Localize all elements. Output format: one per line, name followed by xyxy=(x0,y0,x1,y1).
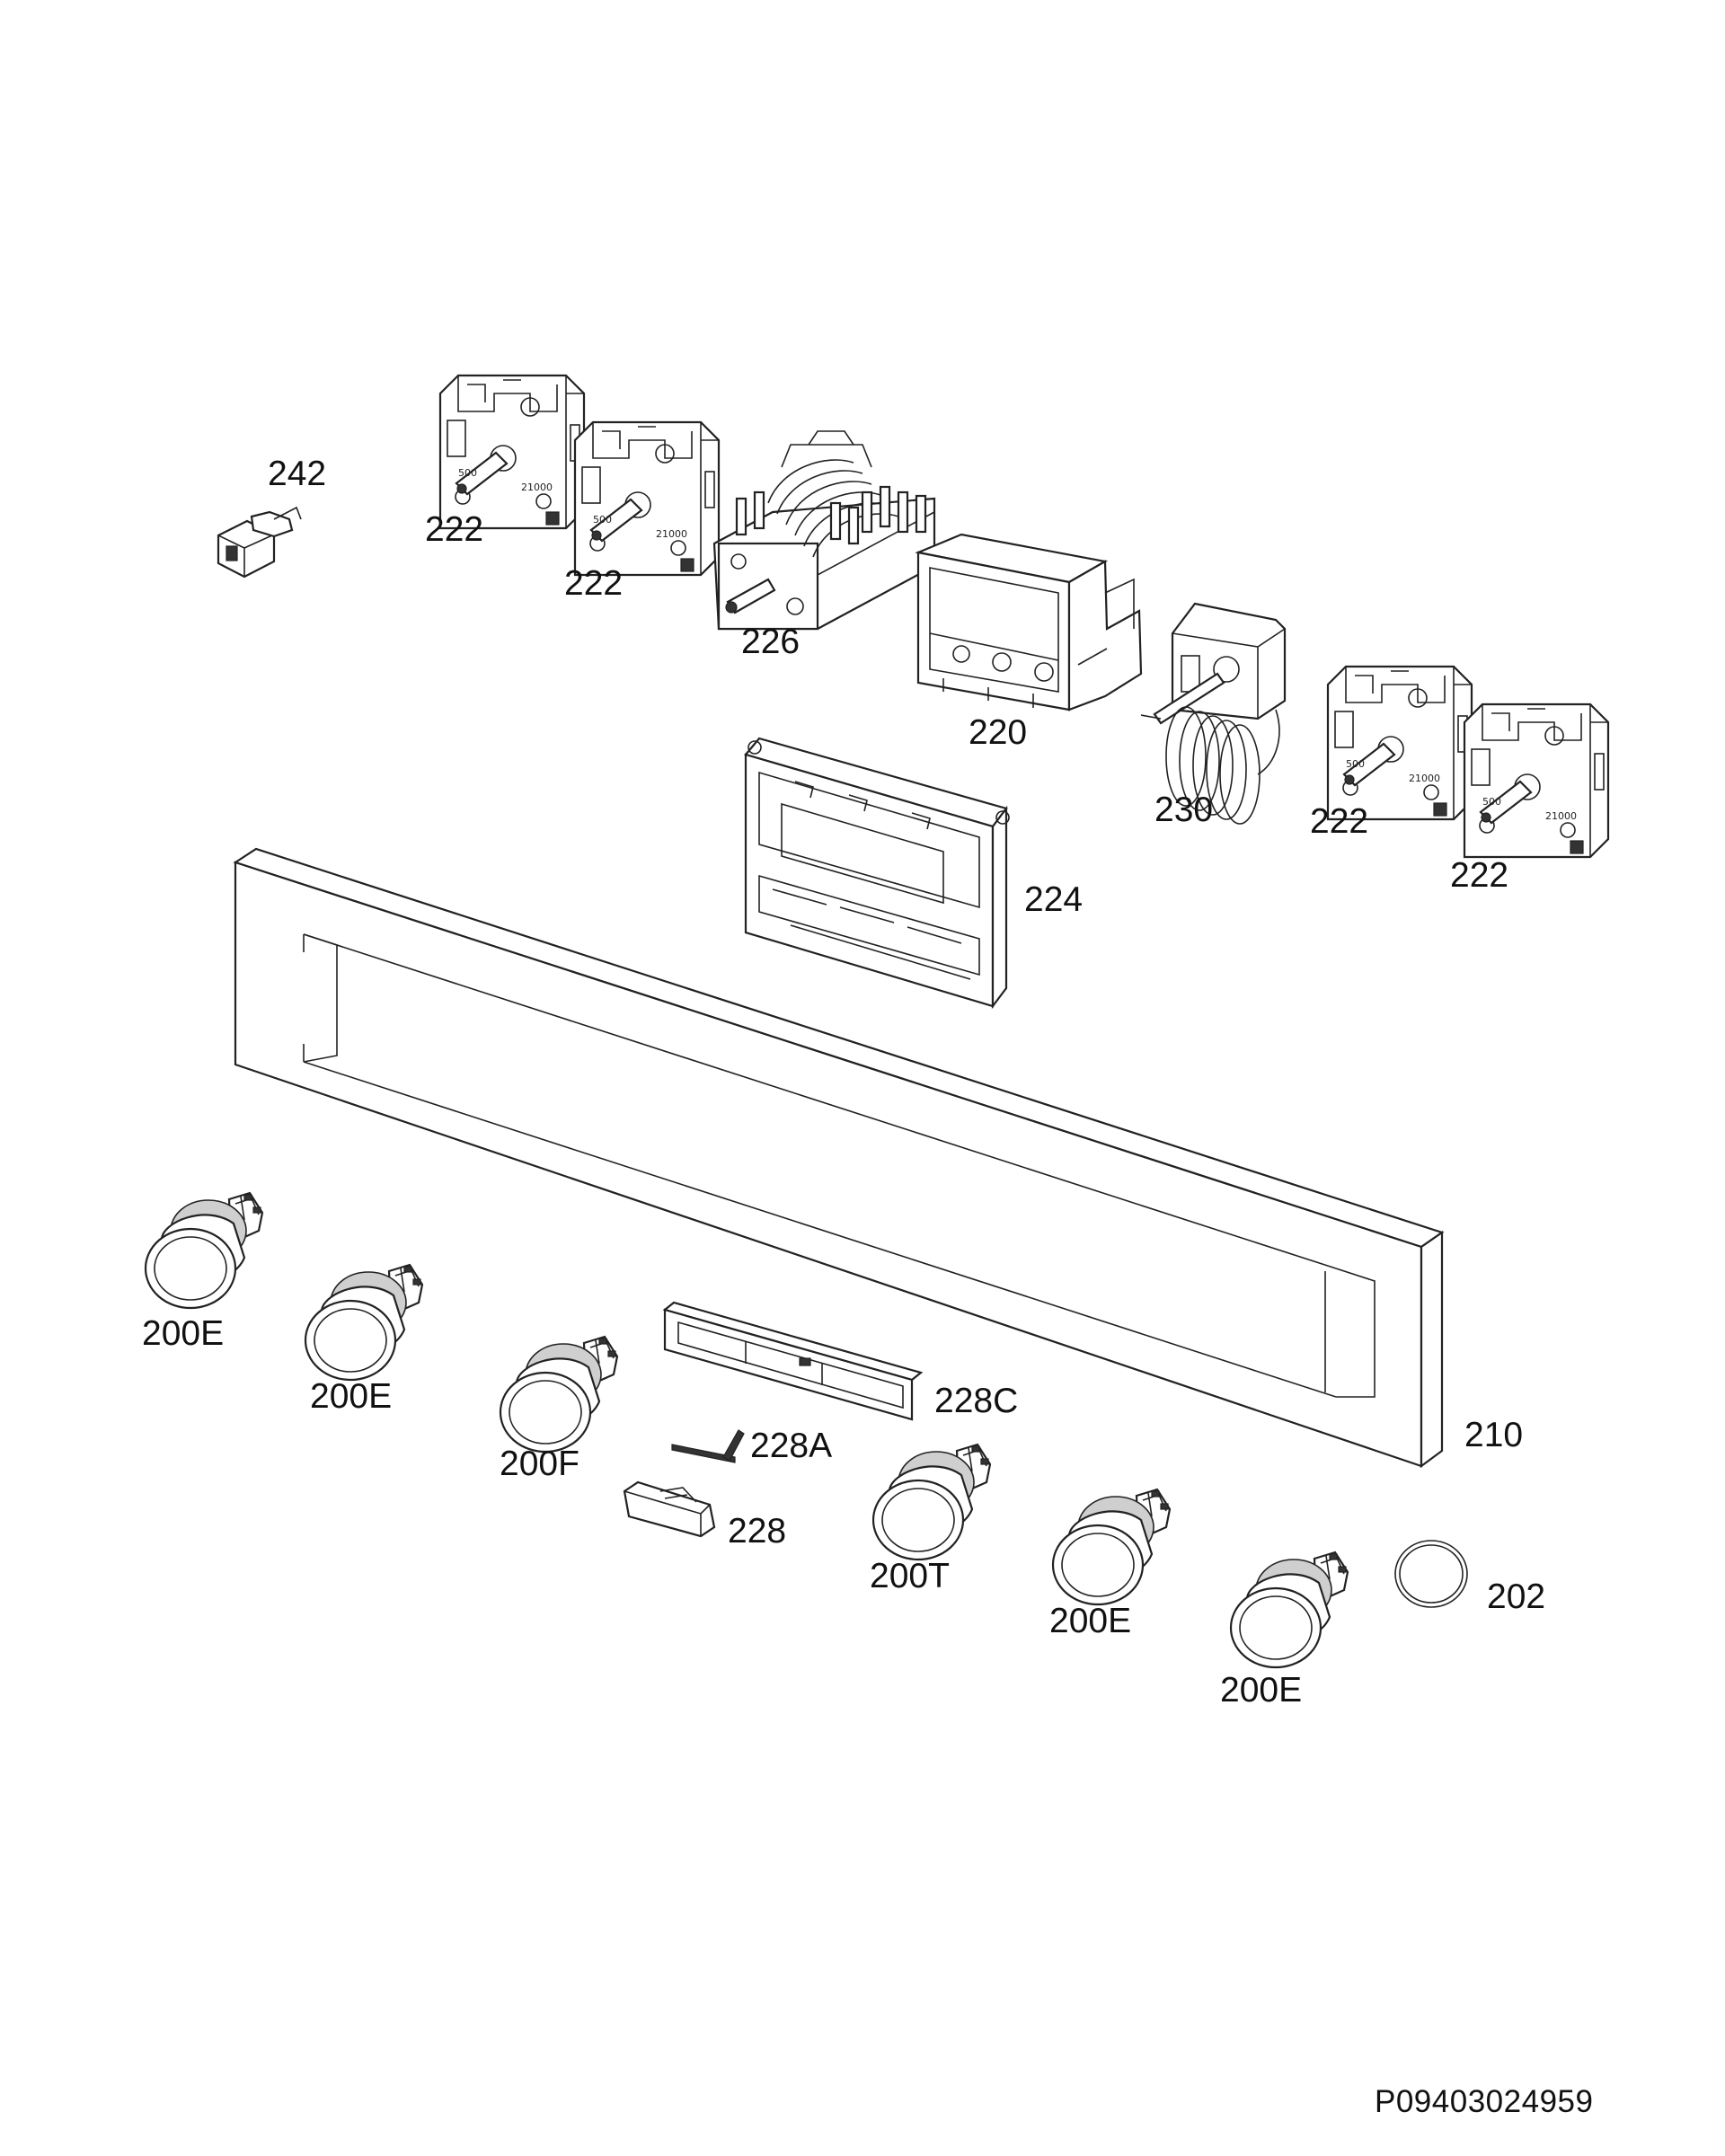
part-222-regulator-2 xyxy=(573,420,721,577)
part-222-regulator-1 xyxy=(438,374,586,530)
callout-200F: 200F xyxy=(500,1445,579,1483)
part-200F-knob xyxy=(499,1335,619,1454)
callout-202: 202 xyxy=(1487,1577,1546,1616)
part-220-display-housing xyxy=(915,533,1143,711)
callout-220: 220 xyxy=(969,713,1028,752)
part-222-regulator-4 xyxy=(1463,702,1610,859)
part-200E-knob-4 xyxy=(1229,1551,1349,1669)
part-210-control-panel xyxy=(233,847,1445,1469)
part-200E-knob-3 xyxy=(1051,1488,1172,1606)
callout-222: 222 xyxy=(564,564,624,603)
callout-228A: 228A xyxy=(750,1427,833,1465)
callout-222: 222 xyxy=(1450,856,1509,895)
part-228C-switch-bar xyxy=(662,1301,924,1421)
part-202-ring xyxy=(1394,1540,1468,1608)
part-224-display-frame xyxy=(744,737,1010,1142)
part-200E-knob-2 xyxy=(304,1263,424,1382)
callout-224: 224 xyxy=(1024,880,1084,919)
part-242-connector xyxy=(217,506,302,579)
callout-226: 226 xyxy=(741,623,801,661)
document-id: P09403024959 xyxy=(1375,2084,1594,2119)
callout-200E: 200E xyxy=(142,1314,225,1353)
part-228A-rod xyxy=(671,1429,745,1463)
callout-200T: 200T xyxy=(870,1557,950,1595)
callout-200E: 200E xyxy=(1049,1602,1132,1640)
part-230-thermostat xyxy=(1140,602,1287,825)
callout-210: 210 xyxy=(1464,1416,1524,1454)
callout-222: 222 xyxy=(425,510,484,549)
part-228-button xyxy=(623,1480,716,1538)
part-222-regulator-3 xyxy=(1326,665,1473,821)
callout-242: 242 xyxy=(268,455,327,493)
part-200E-knob-1 xyxy=(144,1191,264,1310)
callout-228C: 228C xyxy=(934,1382,1019,1420)
callout-200E: 200E xyxy=(1220,1671,1303,1710)
part-226-selector-switch xyxy=(712,430,936,631)
callout-200E: 200E xyxy=(310,1377,393,1416)
callout-228: 228 xyxy=(728,1512,787,1551)
callout-230: 230 xyxy=(1154,791,1214,829)
callout-222: 222 xyxy=(1310,802,1369,841)
part-200T-knob xyxy=(871,1443,992,1561)
